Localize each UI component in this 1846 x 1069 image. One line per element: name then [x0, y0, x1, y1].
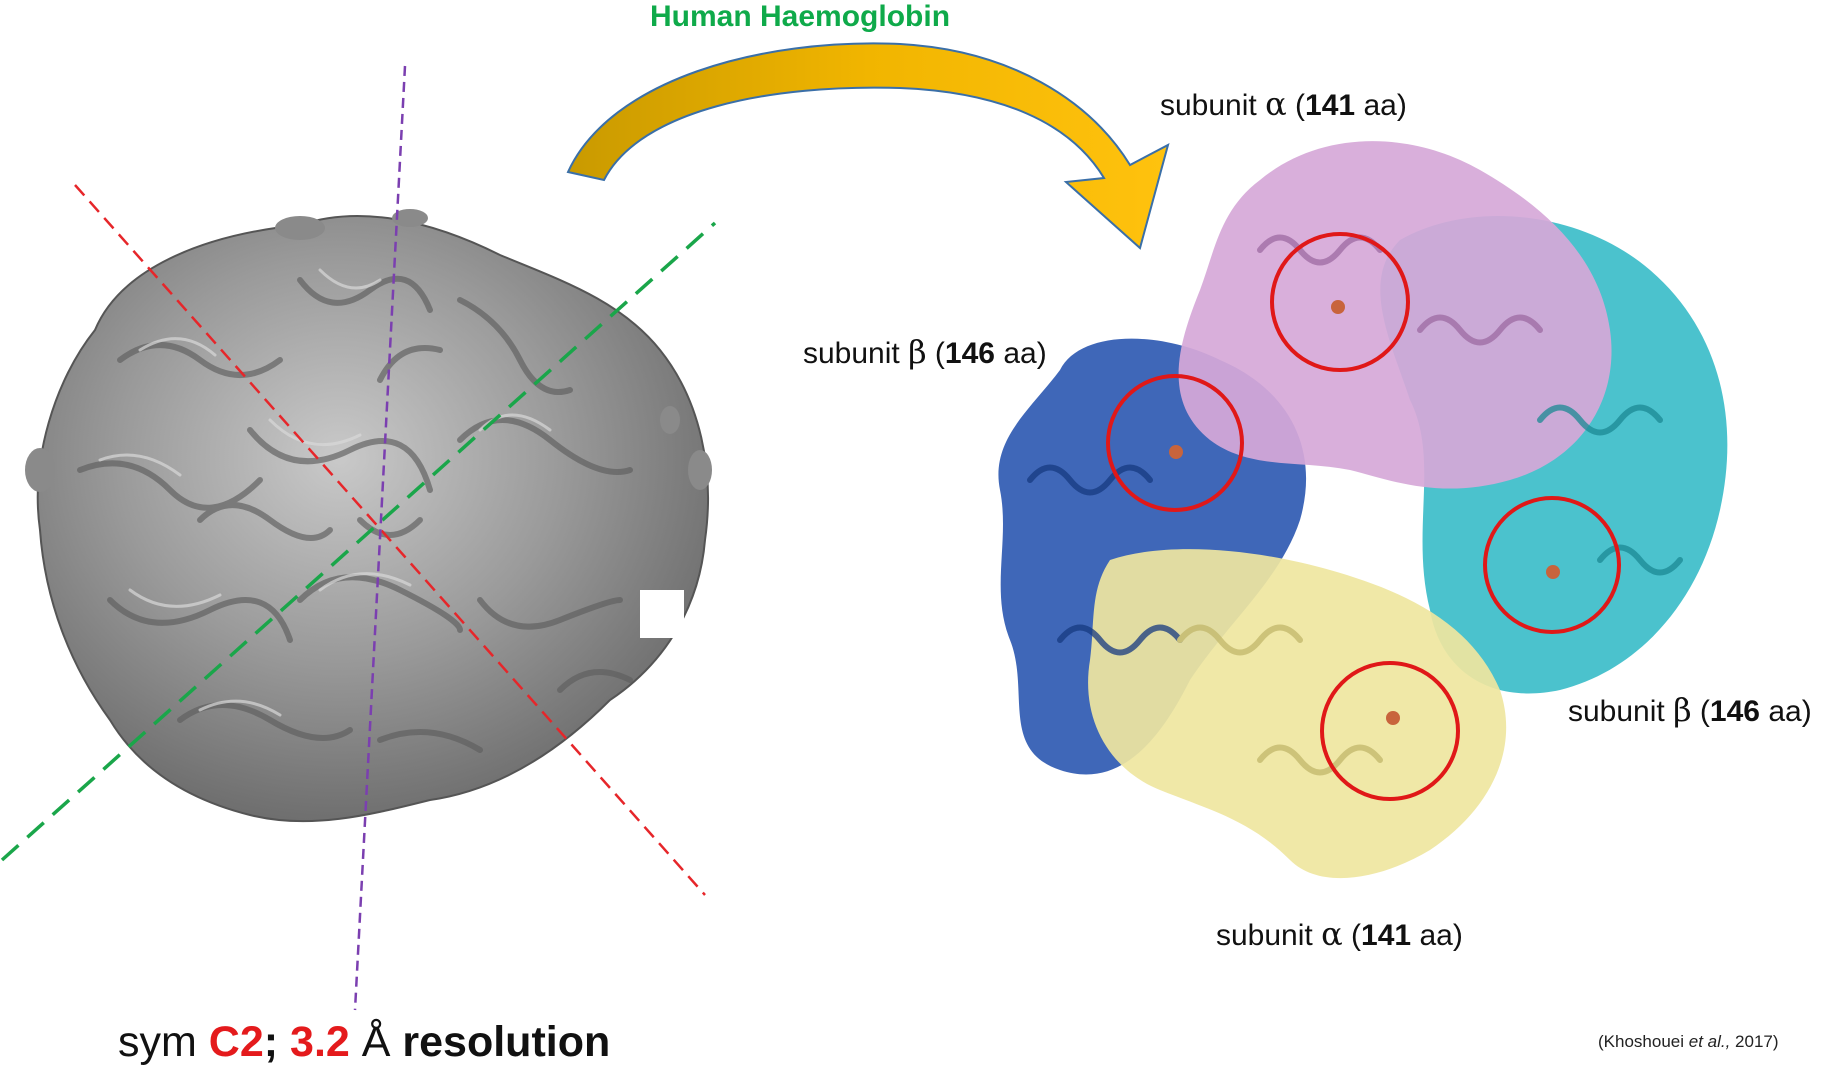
axis-purple-line [353, 65, 407, 1011]
citation: (Khoshouei et al., 2017) [1598, 1032, 1779, 1051]
curved-arrow [566, 42, 1170, 250]
subunit-label-alpha-bottom: subunit α (141 aa) [1216, 915, 1463, 953]
heme-circle-beta-right [1483, 496, 1621, 634]
heme-circle-beta-left [1106, 374, 1244, 512]
figure-title: Human Haemoglobin [650, 0, 951, 33]
resolution-caption: sym C2; 3.2 Å resolution [118, 1018, 611, 1066]
axis-red-line [74, 184, 706, 896]
heme-circle-alpha-bottom [1320, 661, 1460, 801]
subunit-label-beta-left: subunit β (146 aa) [803, 333, 1047, 371]
protein-structure [998, 141, 1728, 879]
subunit-label-alpha-top: subunit α (141 aa) [1160, 85, 1407, 123]
axis-green-line [0, 221, 717, 862]
subunit-label-beta-right: subunit β (146 aa) [1568, 691, 1812, 729]
density-map [25, 209, 712, 823]
heme-circle-alpha-top [1270, 232, 1410, 372]
